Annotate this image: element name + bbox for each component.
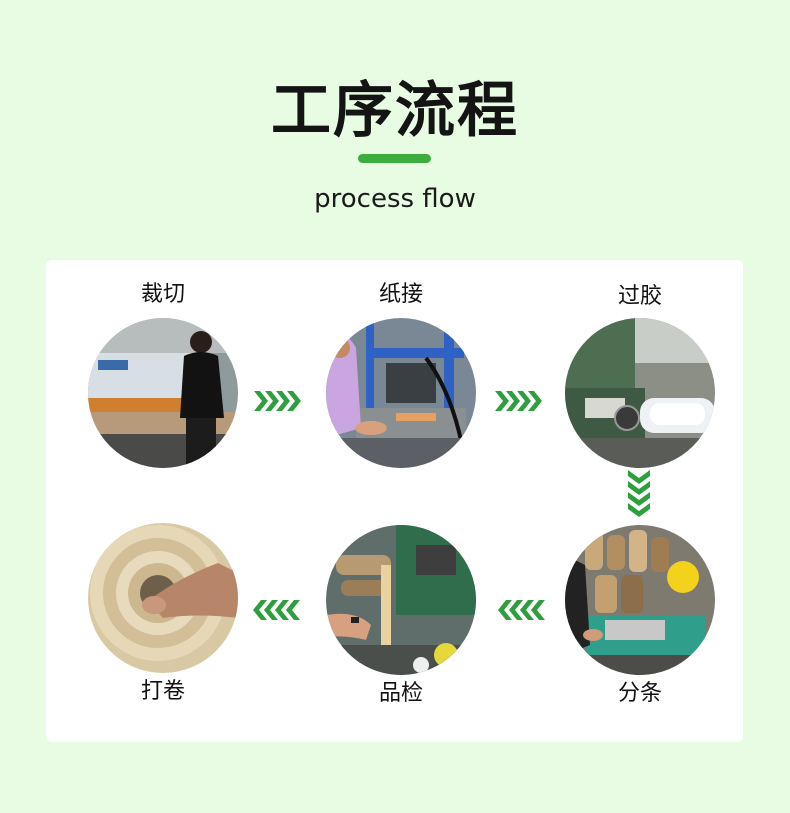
- page-subtitle: process flow: [314, 184, 476, 214]
- cutting-machine-photo: [88, 318, 238, 468]
- step-inspection: 品检: [321, 525, 481, 709]
- step-label: 分条: [617, 681, 662, 706]
- step-label: 品检: [378, 681, 423, 706]
- chevron-left-icon: [497, 600, 545, 624]
- step-paper-joining: 纸接: [321, 280, 481, 468]
- step-rolling: 打卷: [83, 523, 243, 707]
- step-label: 裁切: [140, 282, 185, 307]
- step-label: 打卷: [140, 679, 185, 704]
- step-label: 过胶: [617, 284, 662, 309]
- step-gluing: 过胶: [560, 282, 720, 468]
- gluing-machine-photo: [565, 318, 715, 468]
- chevron-down-icon: [628, 470, 650, 522]
- paper-joining-photo: [326, 318, 476, 468]
- page-title: 工序流程: [271, 76, 519, 146]
- title-underline: [358, 154, 431, 163]
- step-label: 纸接: [378, 282, 423, 307]
- chevron-right-icon: [254, 391, 302, 415]
- quality-inspection-photo: [326, 525, 476, 675]
- slitting-machine-photo: [565, 525, 715, 675]
- chevron-left-icon: [252, 600, 300, 624]
- rolling-photo: [88, 523, 238, 673]
- step-slitting: 分条: [560, 525, 720, 709]
- step-cutting: 裁切: [83, 280, 243, 468]
- chevron-right-icon: [495, 391, 543, 415]
